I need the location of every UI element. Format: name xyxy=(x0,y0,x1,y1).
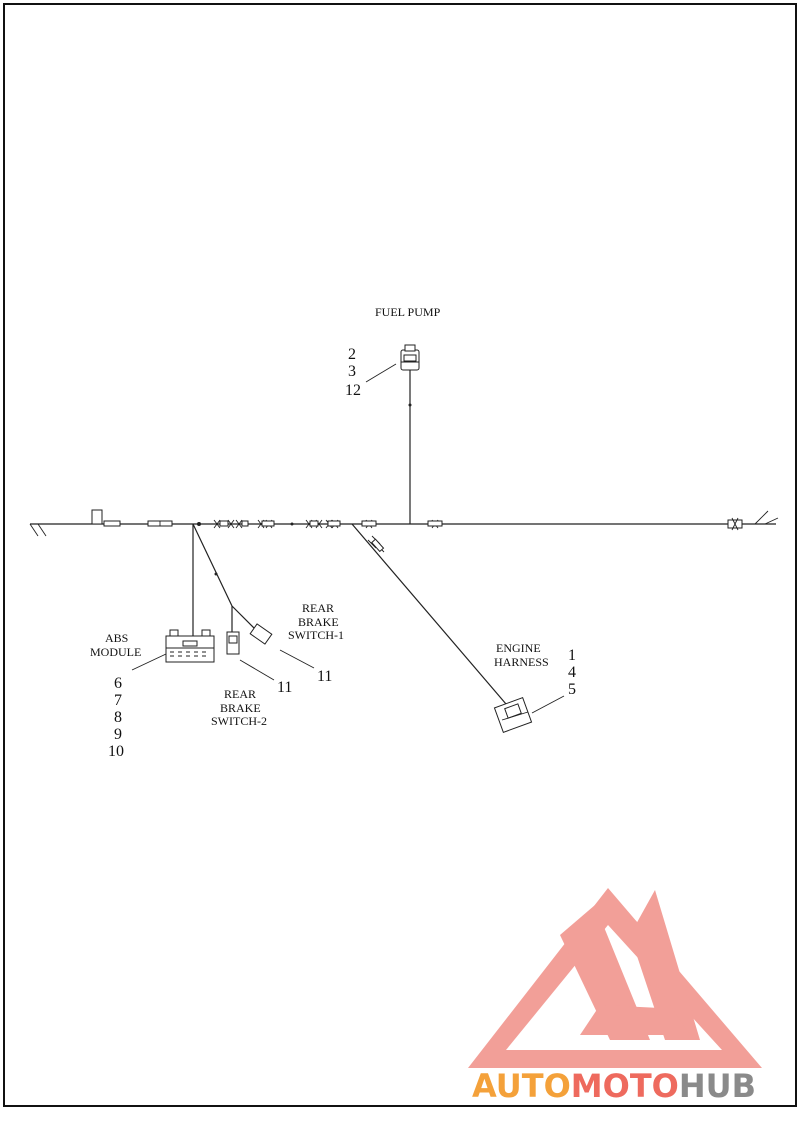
trunk-tie-group-3 xyxy=(257,519,275,529)
fuel-pump-connector xyxy=(400,344,420,371)
rear-brake-branch xyxy=(192,523,233,607)
engine-harness-connector xyxy=(493,697,533,733)
trunk-dot-2 xyxy=(290,522,294,526)
abs-callout-2: 7 xyxy=(114,692,122,709)
engine-harness-leader xyxy=(531,695,565,714)
fuel-pump-leader xyxy=(365,363,397,383)
engine-harness-clip xyxy=(367,535,385,553)
watermark-text: AUTOMOTOHUB xyxy=(472,1067,756,1105)
watermark-m-left xyxy=(560,905,650,1040)
trunk-tie-group-2 xyxy=(235,519,249,529)
rear-brake-2-leader xyxy=(239,659,275,681)
trunk-tie-group-5 xyxy=(325,519,341,529)
engine-harness-callout-3: 5 xyxy=(568,681,576,698)
rear-brake-1-leader xyxy=(279,649,315,669)
abs-leader xyxy=(131,653,167,671)
abs-callout-5: 10 xyxy=(108,743,124,760)
engine-harness-callout-1: 1 xyxy=(568,647,576,664)
abs-module-connector xyxy=(165,629,215,663)
abs-callout-4: 9 xyxy=(114,726,122,743)
trunk-tie-group-1 xyxy=(213,519,235,529)
fuel-pump-branch-dot xyxy=(408,403,412,407)
rear-brake-1-label-3: SWITCH-1 xyxy=(288,628,344,642)
abs-callout-1: 6 xyxy=(114,675,122,692)
rear-brake-2-label-3: SWITCH-2 xyxy=(211,714,267,728)
trunk-end-connector xyxy=(727,517,743,531)
trunk-end-right-a xyxy=(754,510,769,525)
engine-harness-branch xyxy=(351,523,507,705)
watermark-g xyxy=(580,960,690,1035)
rear-brake-1-label-1: REAR xyxy=(302,601,334,615)
trunk-tie-group-4 xyxy=(305,519,323,529)
engine-harness-callout-2: 4 xyxy=(568,664,576,681)
trunk-box-component xyxy=(91,509,103,525)
rear-brake-1-branch xyxy=(231,605,259,633)
abs-label-1: ABS xyxy=(105,631,128,645)
trunk-end-left-b xyxy=(37,523,47,537)
trunk-clip-1 xyxy=(103,520,121,527)
fuel-pump-label: FUEL PUMP xyxy=(375,305,441,319)
watermark-text-hub: HUB xyxy=(679,1067,756,1105)
page-border xyxy=(3,3,797,1107)
abs-callout-3: 8 xyxy=(114,709,122,726)
fuel-pump-callout-2: 3 xyxy=(348,363,356,380)
rear-brake-2-label-1: REAR xyxy=(224,687,256,701)
trunk-junction-dot xyxy=(197,522,201,526)
engine-harness-label-2: HARNESS xyxy=(494,655,549,669)
fuel-pump-callout-1: 2 xyxy=(348,346,356,363)
trunk-tie-group-7 xyxy=(427,519,443,529)
trunk-end-left-a xyxy=(29,523,39,537)
abs-label-2: MODULE xyxy=(90,645,141,659)
rear-brake-2-callout: 11 xyxy=(277,679,292,696)
trunk-tie-group-6 xyxy=(361,519,377,529)
fuel-pump-callout-3: 12 xyxy=(345,382,361,399)
rear-brake-1-label-2: BRAKE xyxy=(298,615,339,629)
watermark-text-auto: AUTO xyxy=(472,1067,571,1105)
rear-brake-2-label-2: BRAKE xyxy=(220,701,261,715)
rear-brake-switch-1-connector xyxy=(249,623,273,645)
rear-brake-switch-2-connector xyxy=(226,631,240,655)
rear-brake-1-callout: 11 xyxy=(317,668,332,685)
watermark-m-right xyxy=(630,890,700,1040)
engine-harness-label-1: ENGINE xyxy=(496,641,541,655)
trunk-end-right-b xyxy=(764,517,779,525)
rear-brake-branch-dot xyxy=(214,572,218,576)
watermark-logo xyxy=(468,888,762,1068)
watermark-text-moto: MOTO xyxy=(571,1067,679,1105)
